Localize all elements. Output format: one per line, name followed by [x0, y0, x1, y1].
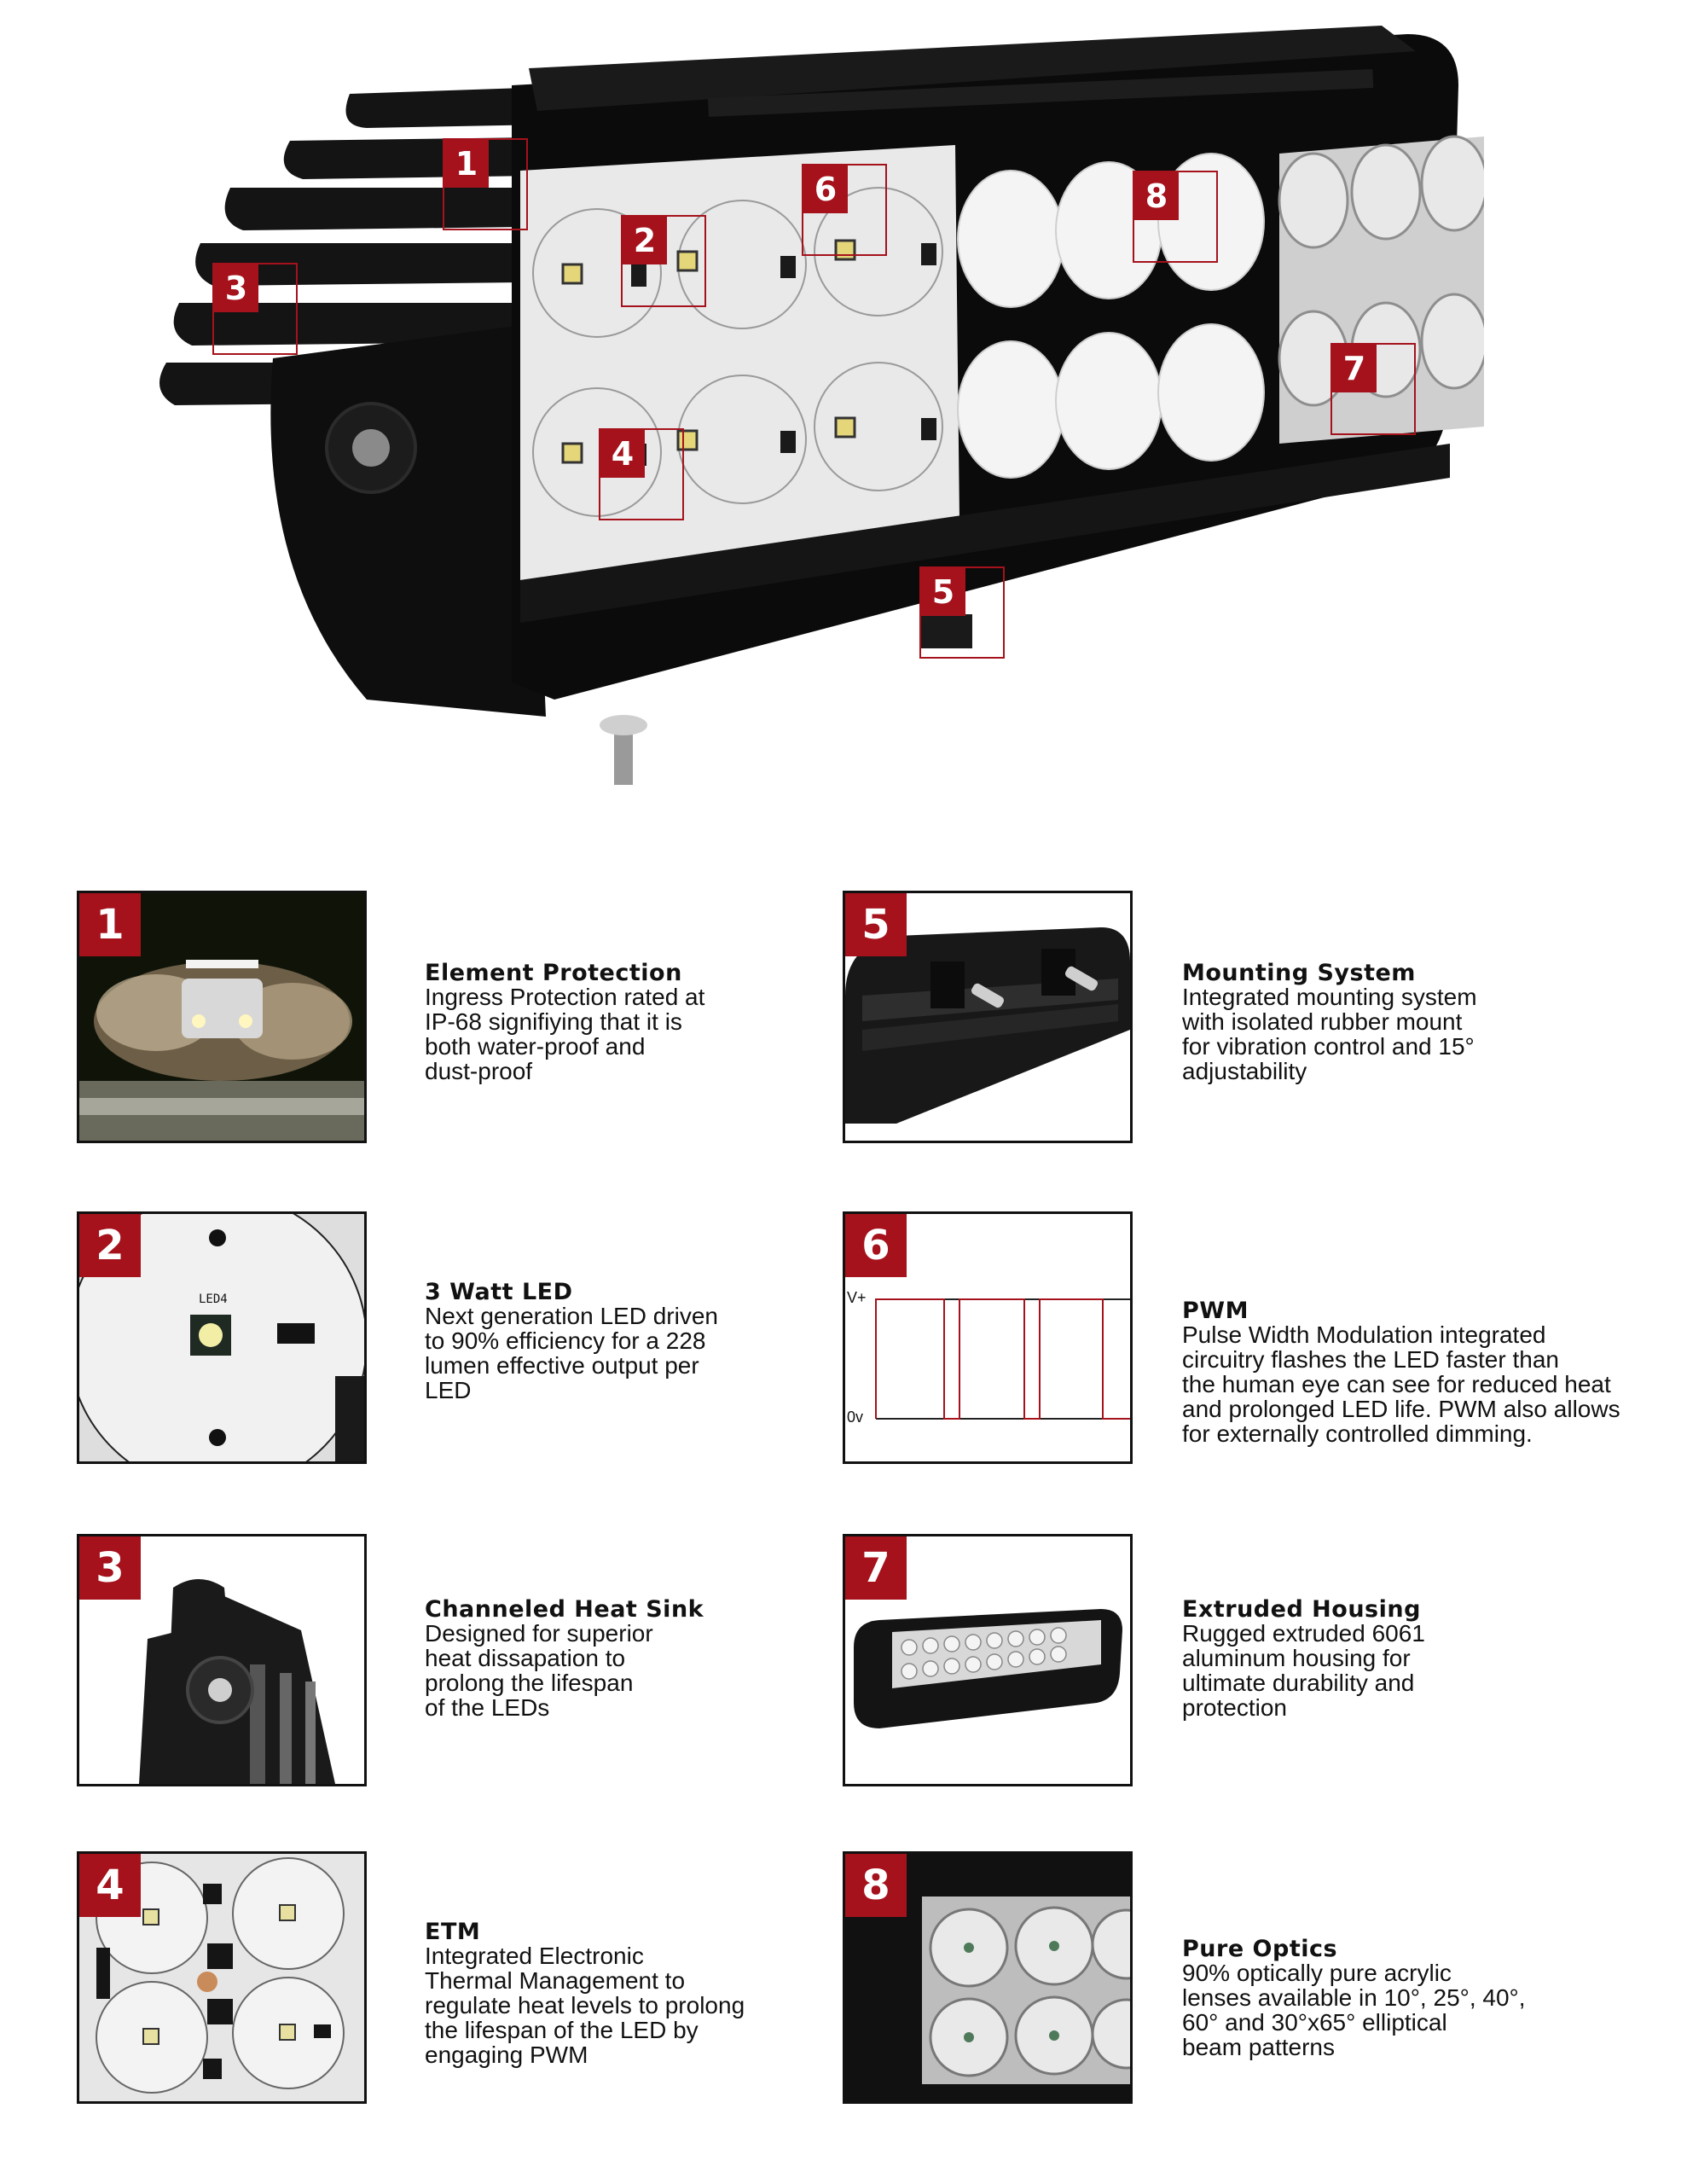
light-bar-illustration [159, 26, 1488, 785]
feature-title: Element Protection [425, 960, 682, 986]
feature-description: Ingress Protection rated at IP-68 signif… [425, 984, 705, 1084]
feature-image-pwm-graph: V+ 0v 6 [843, 1211, 1133, 1464]
feature-title: Mounting System [1182, 960, 1416, 986]
callout-box-7[interactable]: 7 [1330, 343, 1416, 435]
feature-description: Integrated Electronic Thermal Management… [425, 1943, 745, 2068]
callout-number-6: 6 [803, 166, 848, 213]
feature-title: Extruded Housing [1182, 1596, 1421, 1623]
callout-box-1[interactable]: 1 [443, 138, 528, 230]
pwm-low-label: 0v [847, 1409, 864, 1426]
callout-number-3: 3 [214, 264, 258, 312]
feature-number-2: 2 [79, 1214, 141, 1277]
feature-description: Next generation LED driven to 90% effici… [425, 1303, 718, 1403]
callout-box-4[interactable]: 4 [599, 428, 684, 520]
callout-number-1: 1 [444, 140, 489, 188]
callout-number-7: 7 [1332, 345, 1377, 392]
feature-description: Pulse Width Modulation integrated circui… [1182, 1321, 1620, 1447]
callout-number-4: 4 [600, 430, 645, 478]
feature-image-optics: 8 [843, 1851, 1133, 2104]
hero-product-image: 1 2 3 4 5 6 7 8 [154, 17, 1488, 793]
feature-description: 90% optically pure acrylic lenses availa… [1182, 1960, 1526, 2060]
feature-number-3: 3 [79, 1536, 141, 1600]
feature-title: Channeled Heat Sink [425, 1596, 704, 1623]
feature-title: 3 Watt LED [425, 1279, 573, 1305]
callout-box-2[interactable]: 2 [621, 215, 706, 307]
feature-number-7: 7 [845, 1536, 907, 1600]
led-label: LED4 [199, 1292, 228, 1306]
callout-box-5[interactable]: 5 [919, 566, 1005, 659]
feature-image-heat-sink: 3 [77, 1534, 367, 1786]
feature-description: Designed for superior heat dissapation t… [425, 1620, 653, 1721]
callout-number-5: 5 [921, 568, 965, 616]
callout-box-3[interactable]: 3 [212, 263, 298, 355]
callout-box-6[interactable]: 6 [802, 164, 887, 256]
pwm-high-label: V+ [847, 1289, 867, 1306]
feature-title: Pure Optics [1182, 1936, 1338, 1962]
feature-image-mounting: 5 [843, 891, 1133, 1143]
feature-image-led-closeup: LED4 2 [77, 1211, 367, 1464]
feature-number-4: 4 [79, 1854, 141, 1917]
feature-number-6: 6 [845, 1214, 907, 1277]
feature-number-8: 8 [845, 1854, 907, 1917]
feature-image-offroad-jeep: 1 [77, 891, 367, 1143]
feature-title: ETM [425, 1919, 481, 1945]
feature-number-1: 1 [79, 893, 141, 956]
feature-image-circuit-board: 4 [77, 1851, 367, 2104]
feature-description: Integrated mounting system with isolated… [1182, 984, 1477, 1084]
callout-box-8[interactable]: 8 [1133, 171, 1218, 263]
feature-title: PWM [1182, 1298, 1249, 1324]
feature-number-5: 5 [845, 893, 907, 956]
callout-number-2: 2 [623, 217, 667, 264]
callout-number-8: 8 [1134, 172, 1179, 220]
feature-description: Rugged extruded 6061 aluminum housing fo… [1182, 1620, 1425, 1721]
feature-image-housing: 7 [843, 1534, 1133, 1786]
